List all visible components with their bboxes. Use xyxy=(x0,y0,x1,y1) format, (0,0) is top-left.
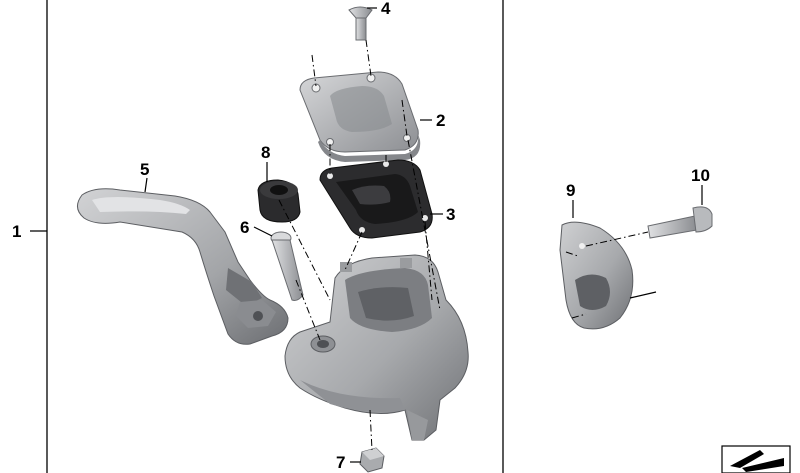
callout-8: 8 xyxy=(261,143,270,162)
callout-10: 10 xyxy=(691,166,710,185)
callout-5: 5 xyxy=(140,160,149,179)
hex-nut xyxy=(359,447,385,473)
callout-labels: 1 2 3 4 5 6 7 8 9 10 xyxy=(12,0,710,472)
callout-3: 3 xyxy=(446,205,455,224)
callout-1: 1 xyxy=(12,222,21,241)
clamp-bolt xyxy=(647,206,713,239)
leader-lines xyxy=(30,7,703,463)
countersunk-screw xyxy=(348,6,373,41)
brake-fitting-body xyxy=(284,254,469,441)
callout-9: 9 xyxy=(566,181,575,200)
pivot-pin xyxy=(270,231,304,301)
callout-6: 6 xyxy=(240,218,249,237)
callout-4: 4 xyxy=(381,0,391,18)
assembly-axes xyxy=(278,39,649,451)
callout-7: 7 xyxy=(336,453,345,472)
diagram-symbol-icon xyxy=(721,445,791,473)
diaphragm-gasket xyxy=(319,159,433,239)
clamp-half-shell xyxy=(559,221,634,330)
callout-2: 2 xyxy=(436,111,445,130)
hand-lever xyxy=(77,188,289,345)
reservoir-cover xyxy=(299,71,421,162)
